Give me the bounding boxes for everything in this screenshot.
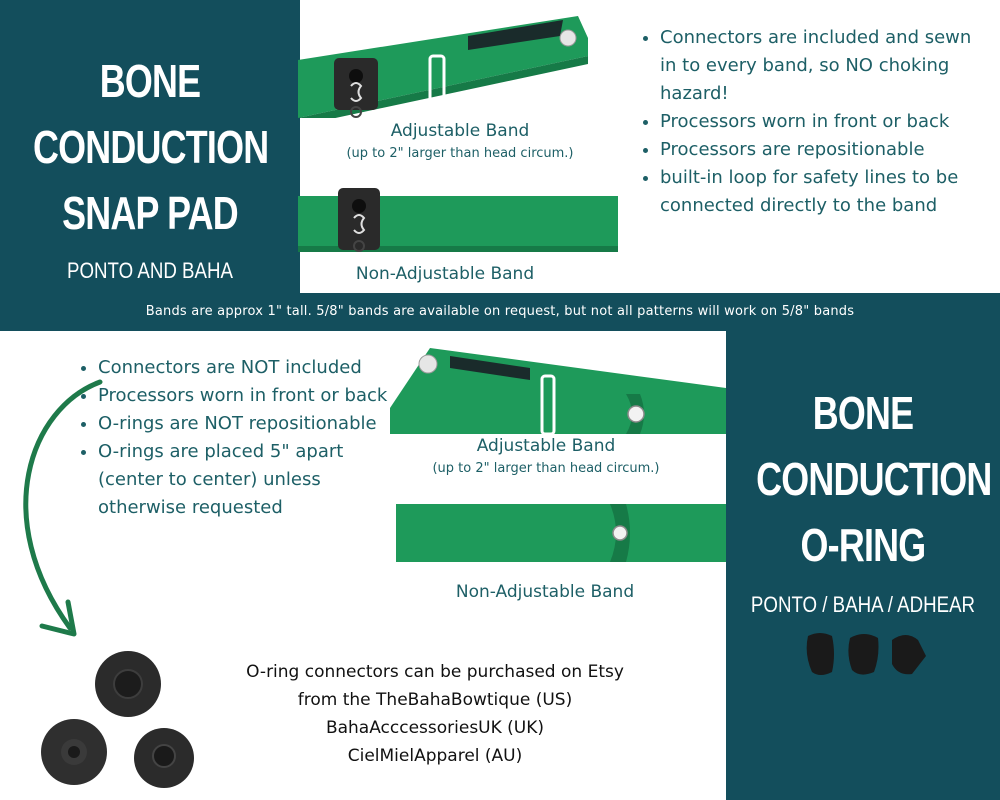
- snap-pad-adjustable-label: Adjustable Band: [390, 121, 530, 141]
- o-ring-connectors-image: [41, 651, 194, 788]
- snap-pad-adjustable-band-image: [298, 16, 588, 118]
- snap-pad-feature-4: built-in loop for safety lines to be con…: [660, 164, 988, 220]
- o-ring-title-line-1: BONE: [812, 387, 914, 439]
- etsy-line-2: from the TheBahaBowtique (US): [297, 690, 573, 710]
- o-ring-feature-1: Connectors are NOT included: [98, 354, 406, 382]
- o-ring-features-list: Connectors are NOT included Processors w…: [76, 354, 406, 522]
- etsy-purchase-info: O-ring connectors can be purchased on Et…: [180, 658, 690, 770]
- snap-pad-feature-1: Connectors are included and sewn in to e…: [660, 24, 988, 108]
- snap-pad-title-line-1: BONE: [99, 55, 201, 107]
- etsy-line-4: CielMielApparel (AU): [347, 746, 523, 766]
- o-ring-feature-2: Processors worn in front or back: [98, 382, 406, 410]
- snap-pad-feature-3: Processors are repositionable: [660, 136, 988, 164]
- etsy-line-1: O-ring connectors can be purchased on Et…: [246, 662, 624, 682]
- o-ring-title-line-2: CONDUCTION: [756, 453, 992, 505]
- snap-pad-title-line-3: SNAP PAD: [62, 187, 239, 239]
- o-ring-feature-3: O-rings are NOT repositionable: [98, 410, 406, 438]
- snap-pad-feature-2: Processors worn in front or back: [660, 108, 988, 136]
- o-ring-non-adjustable-band-image: [396, 504, 726, 562]
- snap-pad-adjustable-note: (up to 2" larger than head circum.): [346, 146, 574, 161]
- o-ring-adjustable-band-image: [390, 348, 726, 436]
- etsy-line-3: BahaAcccessoriesUK (UK): [325, 718, 545, 738]
- band-size-note: Bands are approx 1" tall. 5/8" bands are…: [145, 304, 855, 319]
- curved-arrow-icon: [23, 379, 103, 637]
- snap-pad-non-adjustable-label: Non-Adjustable Band: [355, 264, 535, 284]
- o-ring-feature-4: O-rings are placed 5" apart (center to c…: [98, 438, 406, 522]
- snap-pad-subtitle: PONTO AND BAHA: [67, 258, 233, 283]
- o-ring-title-panel: BONE CONDUCTION O-RING PONTO / BAHA / AD…: [726, 330, 1000, 800]
- o-ring-title-line-3: O-RING: [800, 519, 927, 571]
- snap-pad-title-panel: BONE CONDUCTION SNAP PAD PONTO AND BAHA: [0, 0, 300, 293]
- o-ring-subtitle: PONTO / BAHA / ADHEAR: [750, 592, 976, 617]
- o-ring-adjustable-note: (up to 2" larger than head circum.): [432, 461, 660, 476]
- band-size-note-strip: [0, 293, 1000, 331]
- snap-pad-non-adjustable-band-image: [298, 188, 618, 252]
- snap-pad-title-line-2: CONDUCTION: [33, 121, 269, 173]
- o-ring-non-adjustable-label: Non-Adjustable Band: [455, 582, 635, 602]
- processor-silhouettes-icon: [806, 633, 926, 675]
- o-ring-adjustable-label: Adjustable Band: [476, 436, 616, 456]
- snap-pad-features-list: Connectors are included and sewn in to e…: [638, 24, 988, 220]
